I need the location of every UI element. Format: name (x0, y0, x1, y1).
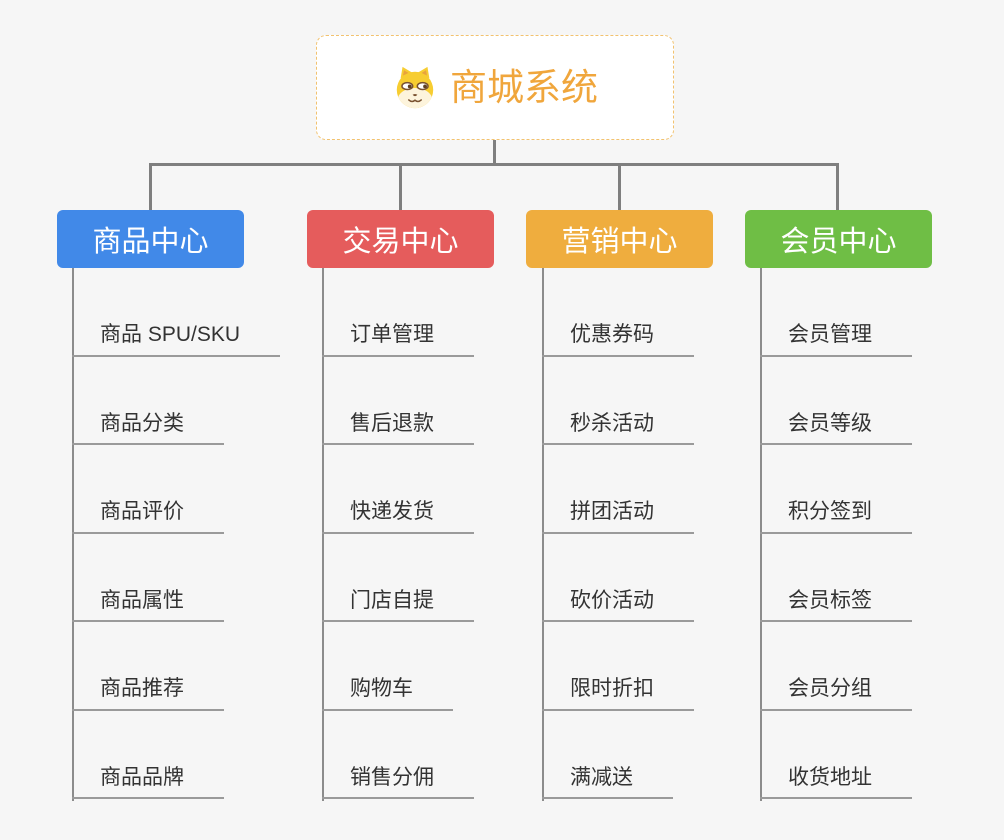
leaf-label: 商品属性 (72, 588, 224, 622)
leaf-label: 会员标签 (760, 588, 912, 622)
root-title: 商城系统 (450, 67, 598, 108)
leaf-label: 会员分组 (760, 676, 912, 711)
branch-items-marketing-center: 优惠券码 秒杀活动 拼团活动 砍价活动 限时折扣 满减送 (542, 268, 792, 799)
connector-drop-product (149, 163, 152, 210)
leaf-label: 门店自提 (322, 588, 474, 622)
leaf-node[interactable]: 拼团活动 (542, 445, 792, 534)
branch-items-trade-center: 订单管理 售后退款 快递发货 门店自提 购物车 销售分佣 (322, 268, 572, 799)
leaf-node[interactable]: 砍价活动 (542, 534, 792, 622)
leaf-node[interactable]: 商品属性 (72, 534, 322, 622)
leaf-node[interactable]: 满减送 (542, 711, 792, 799)
leaf-node[interactable]: 会员分组 (760, 622, 1004, 711)
leaf-node[interactable]: 限时折扣 (542, 622, 792, 711)
leaf-label: 商品评价 (72, 499, 224, 534)
connector-drop-marketing (618, 163, 621, 210)
branch-spine (760, 268, 762, 801)
branch-items-product-center: 商品 SPU/SKU 商品分类 商品评价 商品属性 商品推荐 商品品牌 (72, 268, 322, 799)
leaf-label: 商品 SPU/SKU (72, 322, 281, 357)
leaf-node[interactable]: 优惠券码 (542, 268, 792, 357)
branch-spine (322, 268, 324, 801)
root-node-mall-system[interactable]: 商城系统 (316, 35, 674, 140)
leaf-node[interactable]: 商品品牌 (72, 711, 322, 799)
leaf-node[interactable]: 积分签到 (760, 445, 1004, 534)
leaf-label: 订单管理 (322, 322, 474, 357)
leaf-node[interactable]: 门店自提 (322, 534, 572, 622)
leaf-node[interactable]: 商品 SPU/SKU (72, 268, 322, 357)
branch-header-product-center[interactable]: 商品中心 (57, 210, 244, 268)
branch-header-trade-center[interactable]: 交易中心 (307, 210, 494, 268)
leaf-node[interactable]: 销售分佣 (322, 711, 572, 799)
connector-drop-trade (399, 163, 402, 210)
branch-spine (72, 268, 74, 801)
leaf-label: 收货地址 (760, 765, 912, 799)
leaf-label: 购物车 (322, 676, 453, 711)
leaf-label: 积分签到 (760, 499, 912, 534)
branch-items-member-center: 会员管理 会员等级 积分签到 会员标签 会员分组 收货地址 (760, 268, 1004, 799)
leaf-node[interactable]: 快递发货 (322, 445, 572, 534)
branch-header-member-center[interactable]: 会员中心 (745, 210, 932, 268)
connector-root-drop (493, 140, 496, 164)
leaf-node[interactable]: 会员管理 (760, 268, 1004, 357)
dog-face-icon (392, 65, 438, 111)
leaf-node[interactable]: 商品推荐 (72, 622, 322, 711)
leaf-label: 售后退款 (322, 411, 474, 445)
leaf-label: 商品分类 (72, 411, 224, 445)
leaf-node[interactable]: 商品评价 (72, 445, 322, 534)
leaf-label: 优惠券码 (542, 322, 694, 357)
leaf-node[interactable]: 会员标签 (760, 534, 1004, 622)
leaf-node[interactable]: 购物车 (322, 622, 572, 711)
leaf-node[interactable]: 售后退款 (322, 357, 572, 445)
leaf-label: 秒杀活动 (542, 411, 694, 445)
leaf-node[interactable]: 会员等级 (760, 357, 1004, 445)
leaf-label: 拼团活动 (542, 499, 694, 534)
connector-bus (149, 163, 839, 166)
branch-header-marketing-center[interactable]: 营销中心 (526, 210, 713, 268)
branch-spine (542, 268, 544, 801)
leaf-label: 会员等级 (760, 411, 912, 445)
leaf-label: 商品品牌 (72, 765, 224, 799)
leaf-label: 会员管理 (760, 322, 912, 357)
leaf-label: 满减送 (542, 765, 673, 799)
leaf-label: 销售分佣 (322, 765, 474, 799)
leaf-label: 砍价活动 (542, 588, 694, 622)
connector-drop-member (836, 163, 839, 210)
leaf-node[interactable]: 收货地址 (760, 711, 1004, 799)
leaf-label: 快递发货 (322, 499, 474, 534)
leaf-node[interactable]: 订单管理 (322, 268, 572, 357)
leaf-node[interactable]: 商品分类 (72, 357, 322, 445)
leaf-label: 限时折扣 (542, 676, 694, 711)
leaf-label: 商品推荐 (72, 676, 224, 711)
leaf-node[interactable]: 秒杀活动 (542, 357, 792, 445)
